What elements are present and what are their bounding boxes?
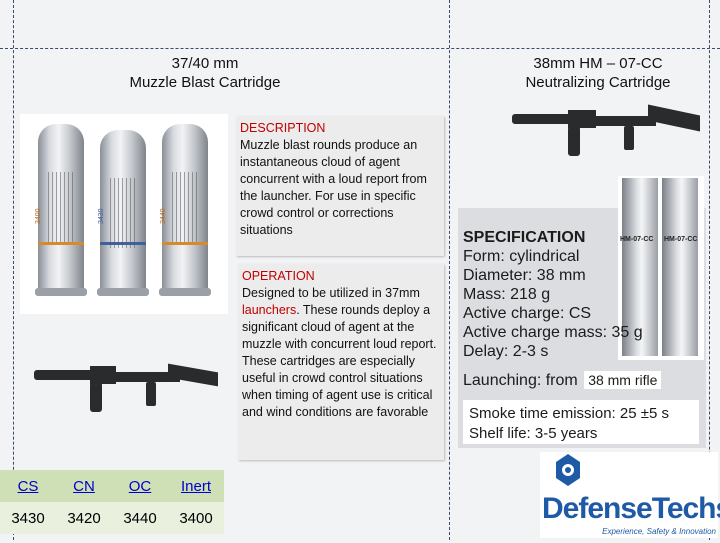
operation-text: Designed to be utilized in 37mm launcher… <box>242 285 444 421</box>
launcher-photo-left <box>28 360 228 424</box>
link-inert[interactable]: Inert <box>180 477 211 495</box>
operation-highlight: launchers <box>242 303 297 317</box>
spec-launching: Launching: from 38 mm rifle <box>463 371 662 390</box>
spec-emission: Smoke time emission: 25 ±5 s <box>469 405 669 422</box>
spec-line: Mass: 218 g <box>463 286 551 303</box>
table-header-cn[interactable]: CN <box>56 470 112 502</box>
spec-shelf: Shelf life: 3-5 years <box>469 425 598 442</box>
logo-name: DefenseTechs <box>542 492 720 525</box>
link-oc[interactable]: OC <box>128 477 152 495</box>
spec-launching-label: Launching: from <box>463 372 578 389</box>
table-header-oc[interactable]: OC <box>112 470 168 502</box>
cartridge-3400 <box>35 124 87 296</box>
link-cs[interactable]: CS <box>17 477 39 495</box>
table-cell: 3430 <box>0 502 56 534</box>
operation-heading: OPERATION <box>242 269 315 283</box>
cartridge-label-2: 3430 <box>98 208 105 224</box>
spec-launching-value: 38 mm rifle <box>584 371 662 389</box>
operation-box: OPERATION Designed to be utilized in 37m… <box>238 264 444 460</box>
link-cn[interactable]: CN <box>73 477 95 495</box>
cartridge-label-1: 3400 <box>35 208 42 224</box>
table-header-row: CS CN OC Inert <box>0 470 224 502</box>
cartridges-photo: 3400 3430 3440 <box>20 114 228 314</box>
dashed-divider-horizontal <box>0 48 720 49</box>
right-title-line2: Neutralizing Cartridge <box>525 74 671 91</box>
right-title: 38mm HM – 07-CC Neutralizing Cartridge <box>470 54 720 92</box>
left-title: 37/40 mm Muzzle Blast Cartridge <box>60 54 350 92</box>
operation-text-after: . These rounds deploy a significant clou… <box>242 303 437 419</box>
table-cell: 3400 <box>168 502 224 534</box>
spec-line: Active charge: CS <box>463 305 592 322</box>
logo-mark-icon <box>556 454 580 486</box>
hm-cartridges-photo: HM-07-CC HM-07-CC <box>618 176 704 360</box>
description-box: DESCRIPTION Muzzle blast rounds produce … <box>236 116 444 256</box>
table-header-cs[interactable]: CS <box>0 470 56 502</box>
cartridge-3430 <box>97 130 149 296</box>
table-cell: 3440 <box>112 502 168 534</box>
cartridge-3440 <box>159 124 211 296</box>
cartridge-code-table: CS CN OC Inert 3430 3420 3440 3400 <box>0 470 224 534</box>
table-cell: 3420 <box>56 502 112 534</box>
spec-heading: SPECIFICATION <box>463 229 586 246</box>
right-title-line1: 38mm HM – 07-CC <box>533 55 663 72</box>
cartridge-label-3: 3440 <box>160 208 167 224</box>
table-row: 3430 3420 3440 3400 <box>0 502 224 534</box>
dashed-divider-center <box>449 0 450 540</box>
specification-panel: HM-07-CC HM-07-CC SPECIFICATION Form: cy… <box>458 176 706 448</box>
spec-line: Delay: 2-3 s <box>463 343 549 360</box>
description-heading: DESCRIPTION <box>240 121 326 135</box>
spec-line: Diameter: 38 mm <box>463 267 586 284</box>
dashed-divider-left <box>13 0 14 540</box>
defensetechs-logo: DefenseTechs Experience, Safety & Innova… <box>540 452 720 538</box>
logo-tagline: Experience, Safety & Innovation <box>602 527 716 536</box>
table-header-inert[interactable]: Inert <box>168 470 224 502</box>
description-text: Muzzle blast rounds produce an instantan… <box>240 138 427 237</box>
launcher-photo-right <box>508 104 708 162</box>
spec-line: Active charge mass: 35 g <box>463 324 643 341</box>
spec-line: Form: cylindrical <box>463 248 580 265</box>
left-title-line2: Muzzle Blast Cartridge <box>129 74 281 91</box>
operation-text-before: Designed to be utilized in 37mm <box>242 286 420 300</box>
hm-label-1: HM-07-CC <box>620 236 654 243</box>
left-title-line1: 37/40 mm <box>171 55 239 72</box>
dashed-divider-right <box>709 0 710 540</box>
hm-label-2: HM-07-CC <box>664 236 698 243</box>
spec-lifetime-box: Smoke time emission: 25 ±5 s Shelf life:… <box>463 400 699 444</box>
